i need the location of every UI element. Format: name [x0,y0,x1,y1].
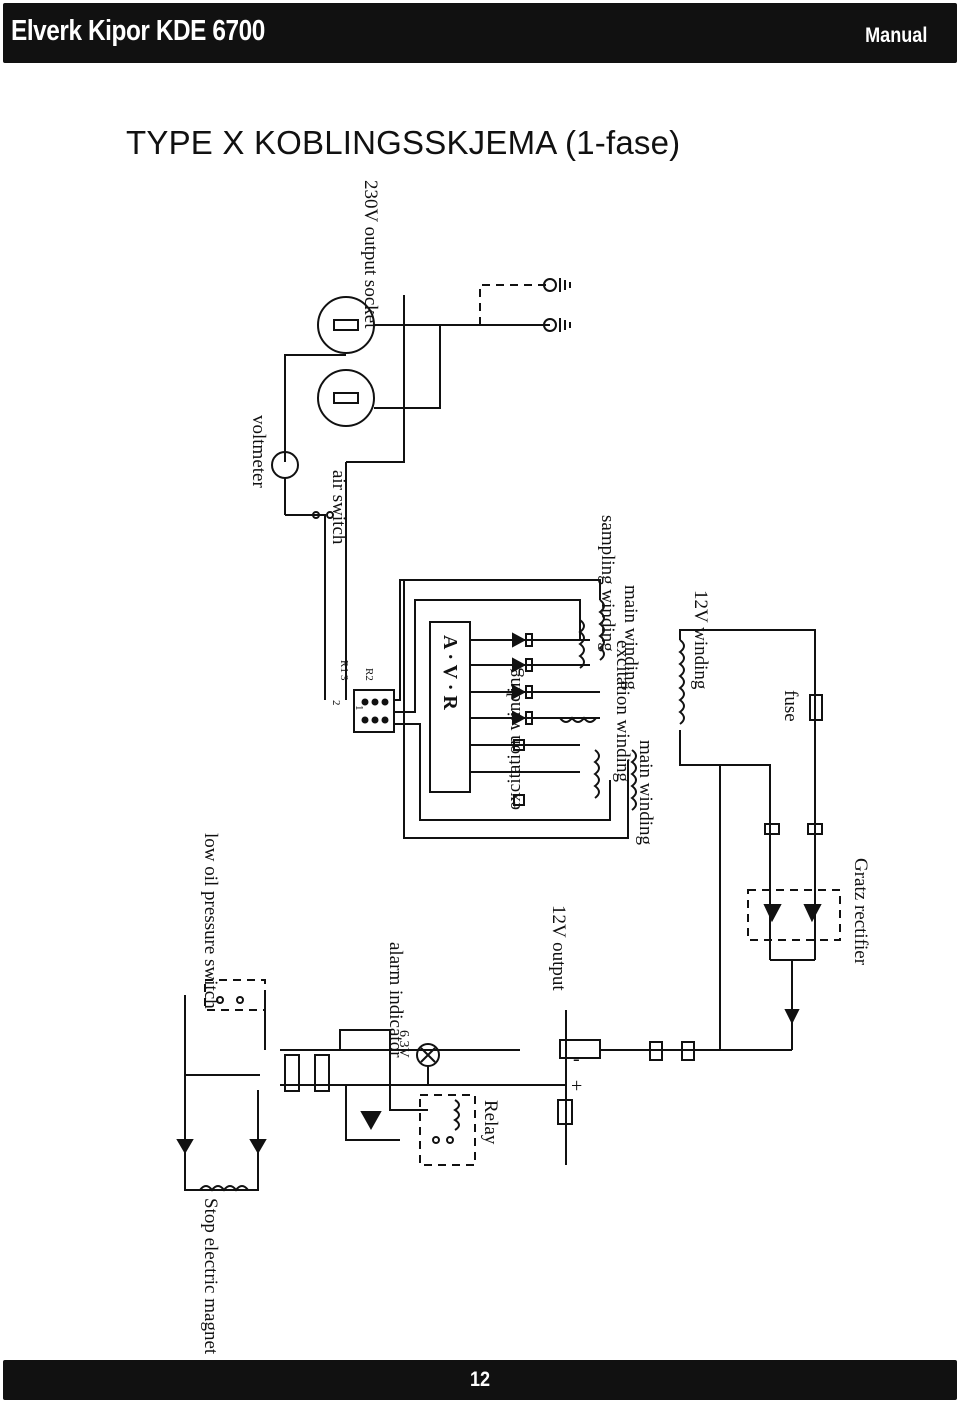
main-winding-coil-top [578,619,585,669]
gratz-rectifier-box [747,889,841,941]
terminal-label-r1: R1 [338,660,350,673]
label-lamp-voltage: 6.3V [396,1030,411,1058]
stop-magnet-coil [199,1185,249,1192]
terminal-label-3: 3 [338,675,350,681]
label-12v-winding: 12V winding [690,590,711,690]
earth-terminal-1 [543,278,557,292]
terminal-block [353,689,395,733]
header-bar: Elverk Kipor KDE 6700 Manual [3,3,957,63]
fuse-symbol [809,694,823,721]
sampling-winding-coil [598,599,605,661]
terminal-label-r2: R2 [363,668,375,681]
avr-module [429,621,471,793]
label-fuse: fuse [780,690,801,722]
earth-terminal-2 [543,318,557,332]
label-output-socket: 230V output socket [360,180,381,329]
label-voltmeter: voltmeter [248,415,269,488]
page-number: 12 [469,1368,491,1391]
footer-bar: 12 [3,1360,957,1400]
label-gratz-rectifier: Gratz rectifier [850,858,871,966]
terminal-label-1: 1 [353,705,365,711]
minus-sign: - [573,1048,580,1070]
label-stop-electric-magnet: Stop electric magnet [200,1198,221,1355]
document-title: Elverk Kipor KDE 6700 [11,15,265,47]
excitation-winding-coil [559,716,597,723]
relay-box [419,1094,476,1166]
label-relay: Relay [480,1100,501,1145]
label-sampling-winding: sampling winding [597,515,618,652]
relay-diode [360,1111,382,1131]
battery-symbol [557,1099,573,1125]
terminal-label-2: 2 [330,700,342,706]
mirrored-excitation-coil [593,749,600,799]
label-main-winding-top: main winding [620,585,641,691]
v12-winding-coil [678,639,685,725]
label-avr: A · V · R [439,635,461,710]
connector-1 [284,1054,300,1092]
output-socket-2 [317,369,375,427]
main-winding-coil-bottom [630,749,637,811]
plus-sign: + [571,1075,582,1097]
label-alarm-indicator: alarm indicator [385,942,406,1058]
label-excitation-winding-mirrored: excitation winding [504,668,525,810]
label-air-switch: air switch [328,470,349,545]
label-excitation-winding-top: excitation winding [612,640,633,782]
section-label: Manual [864,24,927,47]
label-12v-output: 12V output [548,905,569,991]
page-title: TYPE X KOBLINGSSKJEMA (1-fase) [126,124,681,161]
connector-2 [314,1054,330,1092]
label-low-oil-pressure-switch: low oil pressure switch [200,833,221,1009]
label-main-winding-bottom: main winding [635,740,656,846]
